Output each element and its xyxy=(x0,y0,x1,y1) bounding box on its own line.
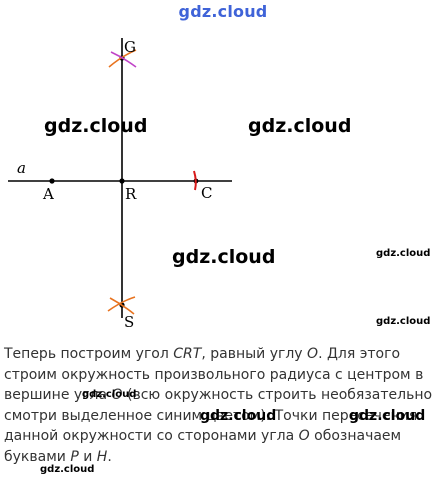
label-line-a: a xyxy=(17,159,26,177)
text-fragment: . xyxy=(107,448,112,465)
text-fragment: данной окружности со сторонами угла xyxy=(4,428,299,444)
label-point-r: R xyxy=(125,185,137,203)
paragraph-line-2: строим окружность произвольного радиуса … xyxy=(4,366,424,383)
arc-mark-s-orange-2 xyxy=(109,297,135,315)
watermark: gdz.cloud xyxy=(248,115,352,137)
paragraph-line-5: данной окружности со сторонами угла O об… xyxy=(4,426,442,447)
watermark: gdz.cloud xyxy=(200,408,277,424)
paragraph-line-4: смотри выделенное синим цветом). Точки п… xyxy=(4,407,418,424)
text-fragment: Теперь построим угол xyxy=(4,346,174,362)
watermark: gdz.cloud xyxy=(349,408,426,424)
label-point-a: A xyxy=(42,185,54,203)
explanation-paragraph: Теперь построим угол CRT, равный углу O.… xyxy=(4,344,442,467)
angle-o: O xyxy=(298,428,310,444)
point-h: H xyxy=(96,448,108,465)
watermark: gdz.cloud xyxy=(82,389,137,400)
paragraph-line-3: вершине угла O (всю окружность строить н… xyxy=(4,385,442,406)
watermark: gdz.cloud xyxy=(172,246,276,268)
point-r xyxy=(119,178,125,184)
text-fragment: , равный углу xyxy=(201,346,308,362)
watermark: gdz.cloud xyxy=(376,316,431,327)
angle-o: O xyxy=(307,346,319,362)
watermark: gdz.cloud xyxy=(44,115,148,137)
text-fragment: и xyxy=(78,448,97,465)
label-point-s: S xyxy=(124,313,134,331)
text-fragment: . Для этого xyxy=(318,346,401,362)
arc-mark-c-red xyxy=(193,170,197,191)
geometry-diagram: a A R C G S xyxy=(8,38,232,331)
paragraph-line-6: буквами P и H. xyxy=(4,447,442,468)
watermark: gdz.cloud xyxy=(376,248,431,259)
arc-mark-g-magenta xyxy=(110,51,137,68)
point-p: P xyxy=(70,448,79,465)
text-fragment: вершине угла xyxy=(4,387,112,403)
text-fragment: буквами xyxy=(4,448,71,465)
point-a xyxy=(49,178,55,184)
angle-o: O xyxy=(111,387,123,403)
text-fragment: (всю окружность строить необязательно xyxy=(122,387,433,403)
watermark: gdz.cloud xyxy=(40,464,95,475)
arc-mark-s-orange-1 xyxy=(107,296,136,312)
label-point-c: C xyxy=(201,184,212,202)
text-fragment: обозначаем xyxy=(309,428,402,444)
paragraph-line-1: Теперь построим угол CRT, равный углу O.… xyxy=(4,344,442,365)
label-point-g: G xyxy=(124,38,136,56)
header-watermark: gdz.cloud xyxy=(178,2,268,21)
angle-crt: CRT xyxy=(173,346,202,362)
